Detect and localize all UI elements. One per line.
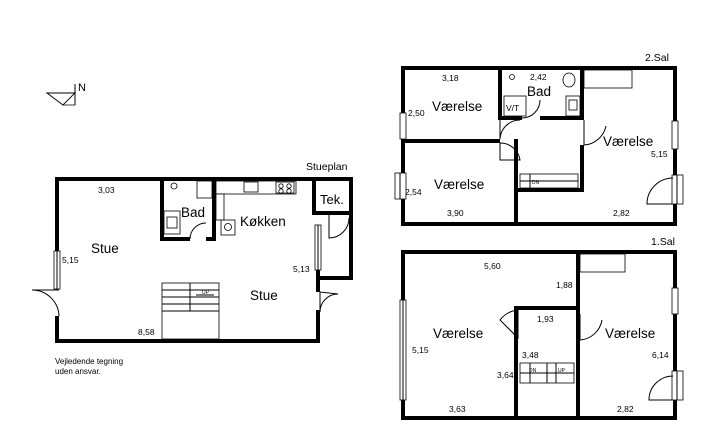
stueplan-room-stue-right: Stue [250, 288, 278, 303]
sal1-dim-height-left: 5,15 [412, 345, 429, 355]
stueplan-stair-label: UP [202, 290, 210, 296]
stueplan-room-bad: Bad [181, 205, 205, 220]
sal1-dim-corner: 1,88 [556, 280, 573, 290]
sal2-room-bad: Bad [527, 84, 551, 99]
sal1-stair-label-up: UP [558, 368, 566, 374]
sal2-dim-width-bottom-left: 3,90 [447, 208, 464, 218]
sal1-dim-width-top: 5,60 [484, 261, 501, 271]
disclaimer-line-1: Vejledende tegning [55, 357, 123, 366]
sal1-dim-width-bottom-left: 3,63 [449, 404, 466, 414]
sal2-dim-width-bottom-right: 2,82 [613, 208, 630, 218]
stueplan-room-tek: Tek. [320, 192, 344, 207]
sal2-dim-width-top-left: 3,18 [442, 73, 459, 83]
stueplan-room-kokken: Køkken [240, 214, 286, 229]
stueplan-room-stue-left: Stue [91, 241, 119, 256]
sal1-stair-label-down: DN [529, 368, 537, 374]
north-arrow: N [45, 82, 86, 106]
sal2-room-vt: V/T [506, 103, 519, 113]
sal1-room-vaerelse-left: Værelse [433, 326, 483, 341]
stueplan-dim-height-left: 5,15 [62, 255, 79, 265]
stueplan-dim-width-top: 3,03 [98, 185, 115, 195]
sal1-dim-hall-depth: 3,64 [497, 370, 514, 380]
stueplan-title: Stueplan [306, 161, 348, 173]
disclaimer-line-2: uden ansvar. [55, 367, 101, 376]
sal2-room-vaerelse-right: Værelse [603, 134, 653, 149]
sal2-room-vaerelse-top-left: Værelse [432, 99, 482, 114]
stueplan-dim-height-right: 5,13 [293, 264, 310, 274]
sal2-title: 2.Sal [645, 52, 669, 64]
sal1-dim-width-bottom-right: 2,82 [617, 404, 634, 414]
sal2-stair-label: DN [532, 180, 540, 186]
sal2-dim-bad-width: 2,42 [530, 72, 547, 82]
sal1-dim-hall-height: 3,48 [522, 350, 539, 360]
sal2-dim-height-right: 5,15 [651, 149, 668, 159]
stueplan-dim-width-bottom: 8,58 [138, 327, 155, 337]
sal2-dim-height-bottom-left: 2,54 [405, 187, 422, 197]
sal1-dim-height-right: 6,14 [652, 350, 669, 360]
sal2-room-vaerelse-bottom-left: Værelse [434, 177, 484, 192]
sal1-title: 1.Sal [651, 236, 675, 248]
sal1-plan: 1.Sal DN UP Værelse Værelse [399, 236, 684, 420]
sal2-plan: 2.Sal [394, 52, 684, 226]
north-label: N [78, 82, 86, 94]
sal1-room-vaerelse-right: Værelse [605, 326, 655, 341]
sal1-dim-hall-width: 1,93 [537, 314, 554, 324]
sal2-dim-height-top-left: 2,50 [408, 108, 425, 118]
stueplan-plan: Stueplan [31, 161, 353, 343]
